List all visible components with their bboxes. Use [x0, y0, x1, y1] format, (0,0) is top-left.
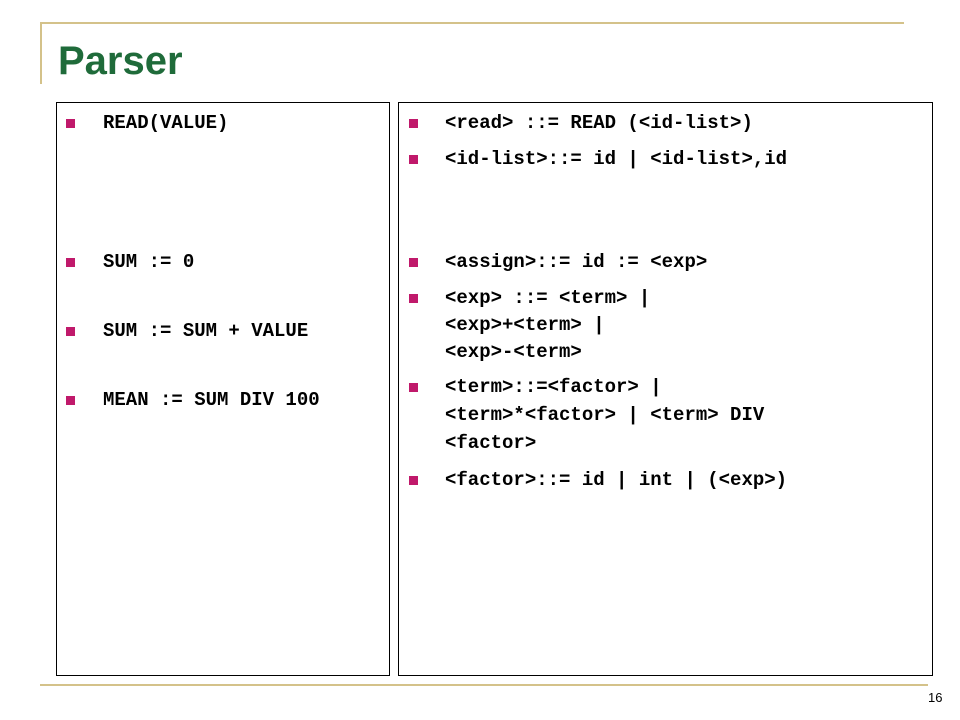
top-rule: [40, 22, 904, 24]
rule-term-line-3: <factor>: [445, 432, 537, 454]
bullet-icon: [409, 258, 418, 267]
rule-term-line-2: <term>*<factor> | <term> DIV: [445, 404, 765, 426]
bullet-icon: [66, 119, 75, 128]
page-number: 16: [928, 690, 943, 705]
right-panel: [398, 102, 933, 676]
slide-title: Parser: [58, 39, 183, 83]
bullet-icon: [66, 327, 75, 336]
left-panel: [56, 102, 390, 676]
rule-read: <read> ::= READ (<id-list>): [445, 112, 753, 134]
bullet-icon: [409, 383, 418, 392]
rule-factor: <factor>::= id | int | (<exp>): [445, 469, 788, 491]
left-item-sum-init: SUM := 0: [103, 251, 195, 273]
bullet-icon: [409, 476, 418, 485]
rule-term-line-1: <term>::=<factor> |: [445, 376, 662, 398]
rule-exp-line-2: <exp>+<term> |: [445, 314, 605, 336]
bullet-icon: [66, 396, 75, 405]
left-item-sum-add: SUM := SUM + VALUE: [103, 320, 309, 342]
rule-exp-line-3: <exp>-<term>: [445, 341, 582, 363]
rule-assign: <assign>::= id := <exp>: [445, 251, 708, 273]
bullet-icon: [409, 155, 418, 164]
bullet-icon: [66, 258, 75, 267]
left-item-read: READ(VALUE): [103, 112, 229, 134]
rule-exp-line-1: <exp> ::= <term> |: [445, 287, 651, 309]
left-rule: [40, 22, 42, 84]
bullet-icon: [409, 294, 418, 303]
bottom-rule: [40, 684, 928, 686]
left-item-mean: MEAN := SUM DIV 100: [103, 389, 320, 411]
bullet-icon: [409, 119, 418, 128]
rule-id-list: <id-list>::= id | <id-list>,id: [445, 148, 788, 170]
